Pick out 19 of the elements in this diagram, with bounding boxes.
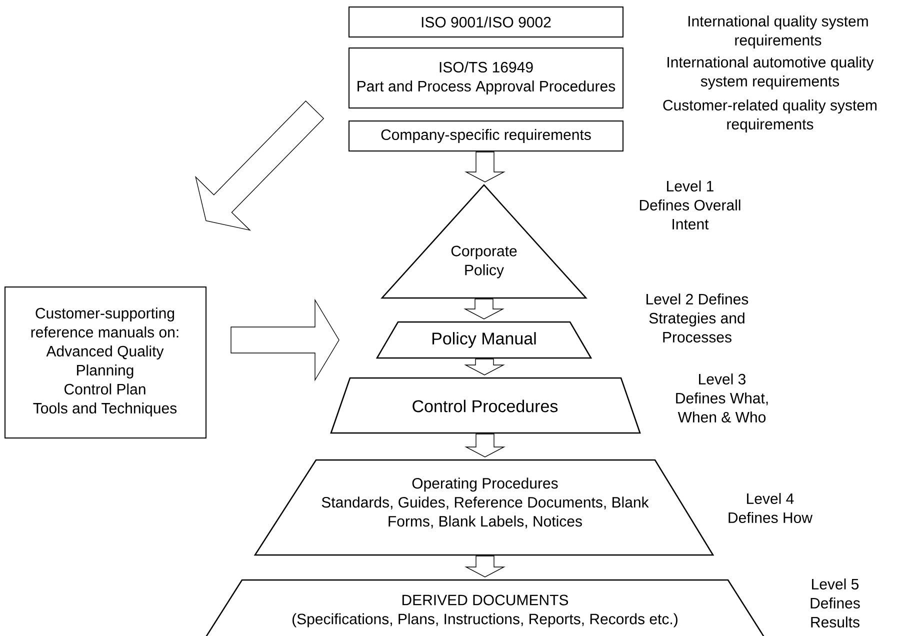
side-note: Level 2 Defines Strategies and Processes [646,293,748,342]
block-arrow [464,556,506,578]
block-arrow [464,358,505,376]
pyramid-tier: Control Procedures [330,377,641,434]
requirement-box: ISO/TS 16949 Part and Process Approval Procedures [348,48,624,108]
block-arrow [464,152,506,182]
block-arrow [464,298,504,320]
side-note: Level 4 Defines How [728,492,813,523]
side-note: Level 1 Defines Overall Intent [640,180,740,230]
side-note: International automotive quality system requirements [668,56,874,90]
side-note: International quality system requirements [688,16,868,48]
block-arrow [230,298,340,382]
requirement-box: Company-specific requirements [348,120,624,152]
requirement-box: ISO 9001/ISO 9002 [348,6,624,38]
side-note: Level 5 Defines Results [810,578,860,628]
side-note: Level 3 Defines What, When & Who [676,373,768,422]
side-note: Customer-related quality system requirements [663,100,876,132]
block-arrow [464,434,506,458]
requirement-box: Customer-supporting reference manuals on: Advanced Quality Planning Control Plan Tools and Techniques [4,286,206,438]
